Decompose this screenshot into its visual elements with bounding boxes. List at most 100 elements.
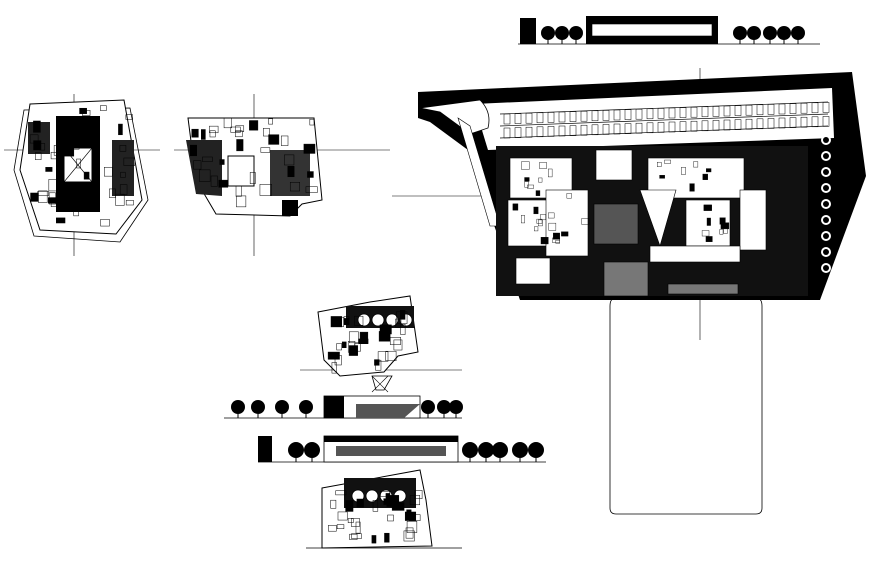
parking-stall [602,110,610,121]
parking-stall [657,122,665,133]
room [79,107,87,114]
room [235,130,243,138]
room-detail [681,167,686,175]
room [351,533,362,539]
room [404,511,417,521]
room [303,143,316,154]
parking-stall [569,111,577,122]
parking-stall [503,127,511,139]
room [57,132,66,142]
room [309,118,315,126]
room [48,179,61,192]
parking-stall [591,124,599,136]
room [33,120,41,133]
room [372,500,379,512]
room [393,339,403,351]
floor-plan-2 [174,94,390,256]
room [331,362,337,374]
parking-stall [569,125,577,136]
room-detail [719,229,724,235]
roof-masses [593,203,739,297]
room-detail [534,226,539,232]
tree-icon [603,87,609,94]
room [57,177,63,188]
parking-stall [580,124,588,136]
parking-stall [800,102,808,114]
parking-stall [745,118,753,130]
tree-icon [693,83,699,90]
room [120,171,126,178]
room [330,499,337,509]
tree-icon [251,400,265,414]
room [119,145,127,152]
parking-stall [657,108,665,119]
room [268,118,273,125]
room [355,521,361,534]
room-detail [659,175,665,179]
tree-icon [541,26,555,40]
parking-stall [591,110,599,122]
room [280,135,289,146]
room [109,188,116,198]
floor-plan-3-rooms [327,310,408,374]
room-detail [581,218,590,225]
room-detail [533,206,539,215]
parking-stall [635,108,643,120]
tree-icon [495,92,501,99]
room [87,183,96,189]
parking-stall [679,121,687,132]
floor-plan-4-rooms [328,490,423,544]
parking-stall [558,125,566,137]
access-road [419,99,490,135]
room [332,316,344,327]
room [400,324,406,335]
parking-stall [756,118,764,130]
room [343,318,350,326]
tree-icon [585,88,591,95]
elevation-lower-trees [288,442,544,462]
parking-stall [668,121,676,133]
parking-stall [635,122,643,134]
room [371,535,377,544]
parking-stall [503,113,511,125]
parking-stall [525,112,533,124]
room [236,139,244,152]
tree-icon [621,86,627,93]
room [335,490,347,496]
room [349,533,358,540]
room [202,156,213,162]
room [387,514,394,522]
room [39,143,46,151]
room [199,169,211,182]
room [125,114,133,120]
parking-stall [613,109,621,121]
parking-stall [811,116,819,128]
parking-stall [525,126,533,138]
room [100,105,107,111]
room-detail [527,184,534,189]
room [56,217,66,224]
tree-icon [777,26,791,40]
tree-icon [492,442,508,458]
tree-icon [528,442,544,458]
tree-icon [763,26,777,40]
tree-center [823,265,829,271]
elevation-lower [258,435,546,463]
tree-center [823,185,829,191]
tree-icon [449,400,463,414]
room [385,350,397,362]
tree-icon [477,93,483,99]
room-detail [548,222,557,231]
site-detailing [512,159,730,245]
room [35,152,42,160]
room [76,158,81,169]
room [284,203,290,212]
tank-icon [357,313,371,327]
parking-stalls [503,102,830,139]
tree-icon [783,79,789,86]
tree-icon [765,80,771,87]
room [356,498,364,508]
room-detail [705,236,713,242]
room [30,192,39,202]
